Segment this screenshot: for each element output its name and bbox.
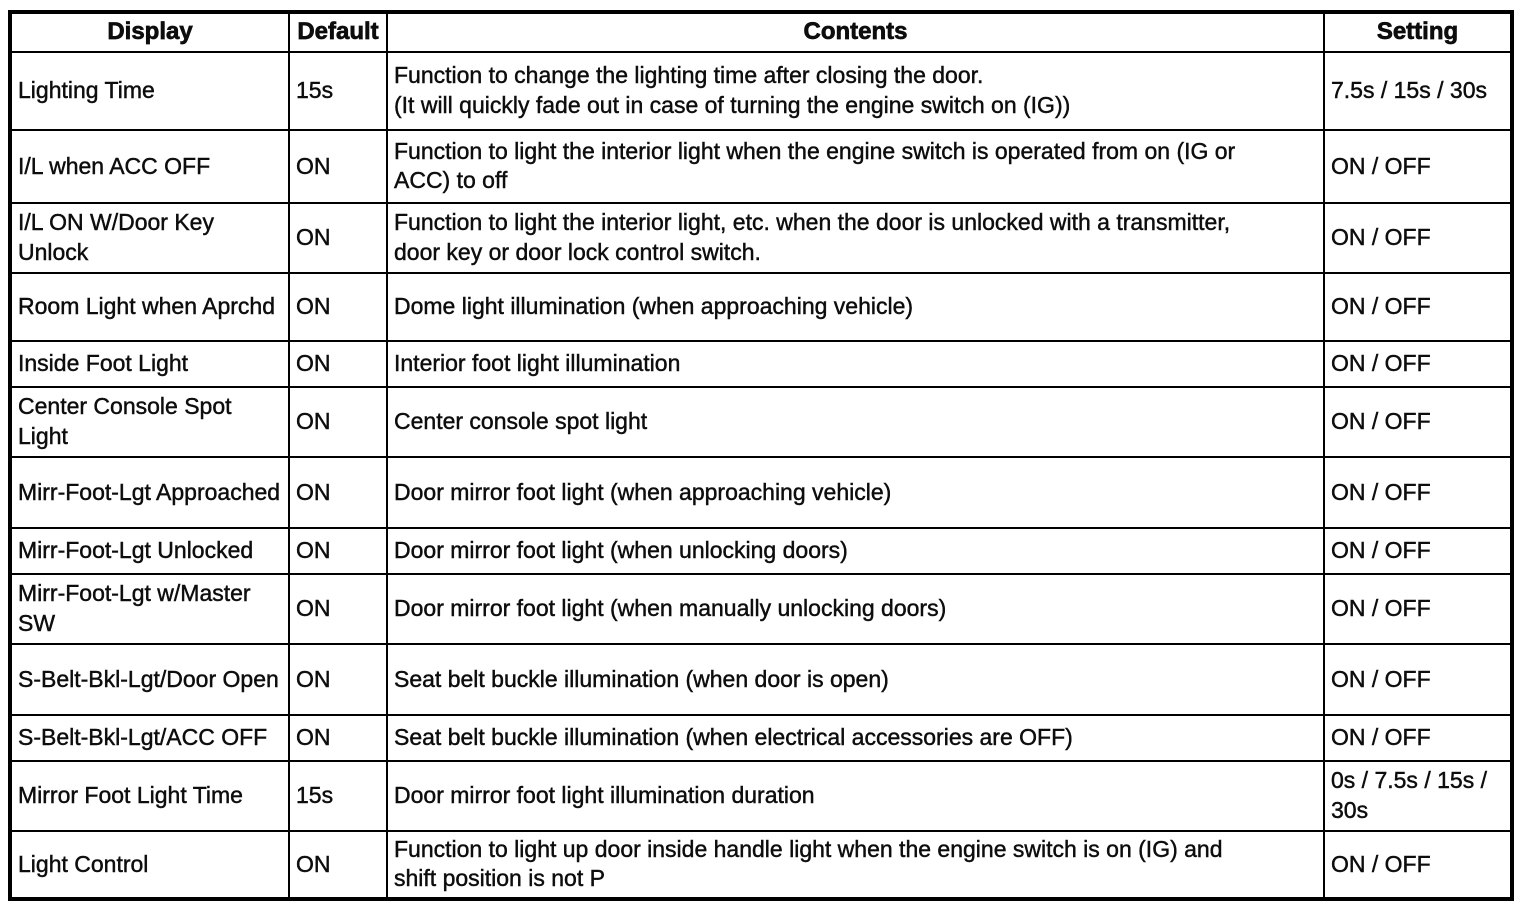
table-row: Center Console Spot Light ON Center cons… <box>9 385 1513 458</box>
default-cell: ON <box>288 642 388 716</box>
display-cell: S-Belt-Bkl-Lgt/Door Open <box>9 642 290 716</box>
contents-cell: Function to light the interior light whe… <box>386 128 1325 204</box>
setting-cell: ON / OFF <box>1323 339 1513 388</box>
setting-cell: ON / OFF <box>1323 201 1513 274</box>
setting-cell: ON / OFF <box>1323 713 1513 762</box>
display-cell: Light Control <box>9 829 290 900</box>
contents-cell: Function to light up door inside handle … <box>386 829 1325 900</box>
col-header-setting: Setting <box>1323 11 1513 53</box>
default-cell: ON <box>288 128 388 204</box>
default-cell: ON <box>288 455 388 529</box>
default-cell: ON <box>288 339 388 388</box>
display-cell: Center Console Spot Light <box>9 385 290 458</box>
display-cell: I/L when ACC OFF <box>9 128 290 204</box>
default-cell: ON <box>288 526 388 575</box>
contents-cell: Door mirror foot light (when unlocking d… <box>386 526 1325 575</box>
table-row: S-Belt-Bkl-Lgt/Door Open ON Seat belt bu… <box>9 642 1513 716</box>
display-cell: Inside Foot Light <box>9 339 290 388</box>
display-cell: Mirr-Foot-Lgt Approached <box>9 455 290 529</box>
contents-cell: Dome light illumination (when approachin… <box>386 271 1325 342</box>
table-row: I/L ON W/Door Key Unlock ON Function to … <box>9 201 1513 274</box>
contents-cell: Door mirror foot light (when manually un… <box>386 572 1325 645</box>
table-row: Light Control ON Function to light up do… <box>9 829 1513 900</box>
default-cell: ON <box>288 385 388 458</box>
default-cell: ON <box>288 572 388 645</box>
setting-cell: ON / OFF <box>1323 128 1513 204</box>
display-cell: S-Belt-Bkl-Lgt/ACC OFF <box>9 713 290 762</box>
contents-cell: Seat belt buckle illumination (when door… <box>386 642 1325 716</box>
default-cell: 15s <box>288 50 388 131</box>
setting-cell: ON / OFF <box>1323 642 1513 716</box>
table-row: I/L when ACC OFF ON Function to light th… <box>9 128 1513 204</box>
display-cell: Mirror Foot Light Time <box>9 759 290 832</box>
contents-cell: Center console spot light <box>386 385 1325 458</box>
table-row: S-Belt-Bkl-Lgt/ACC OFF ON Seat belt buck… <box>9 713 1513 762</box>
table-row: Room Light when Aprchd ON Dome light ill… <box>9 271 1513 342</box>
col-header-contents: Contents <box>386 11 1325 53</box>
contents-cell: Seat belt buckle illumination (when elec… <box>386 713 1325 762</box>
contents-cell: Interior foot light illumination <box>386 339 1325 388</box>
contents-cell: Door mirror foot light (when approaching… <box>386 455 1325 529</box>
header-row: Display Default Contents Setting <box>9 11 1513 53</box>
contents-cell: Function to light the interior light, et… <box>386 201 1325 274</box>
default-cell: ON <box>288 713 388 762</box>
contents-cell: Function to change the lighting time aft… <box>386 50 1325 131</box>
setting-cell: ON / OFF <box>1323 455 1513 529</box>
table-row: Mirror Foot Light Time 15s Door mirror f… <box>9 759 1513 832</box>
setting-cell: ON / OFF <box>1323 271 1513 342</box>
default-cell: ON <box>288 829 388 900</box>
display-cell: Lighting Time <box>9 50 290 131</box>
col-header-display: Display <box>9 11 290 53</box>
setting-cell: ON / OFF <box>1323 385 1513 458</box>
table-row: Lighting Time 15s Function to change the… <box>9 50 1513 131</box>
table-row: Mirr-Foot-Lgt w/Master SW ON Door mirror… <box>9 572 1513 645</box>
setting-cell: ON / OFF <box>1323 526 1513 575</box>
table-row: Mirr-Foot-Lgt Approached ON Door mirror … <box>9 455 1513 529</box>
col-header-default: Default <box>288 11 388 53</box>
display-cell: Mirr-Foot-Lgt Unlocked <box>9 526 290 575</box>
display-cell: I/L ON W/Door Key Unlock <box>9 201 290 274</box>
default-cell: 15s <box>288 759 388 832</box>
display-cell: Mirr-Foot-Lgt w/Master SW <box>9 572 290 645</box>
display-cell: Room Light when Aprchd <box>9 271 290 342</box>
setting-cell: 0s / 7.5s / 15s / 30s <box>1323 759 1513 832</box>
default-cell: ON <box>288 201 388 274</box>
settings-table: Display Default Contents Setting Lightin… <box>8 10 1514 901</box>
default-cell: ON <box>288 271 388 342</box>
setting-cell: ON / OFF <box>1323 572 1513 645</box>
table-row: Inside Foot Light ON Interior foot light… <box>9 339 1513 388</box>
contents-cell: Door mirror foot light illumination dura… <box>386 759 1325 832</box>
setting-cell: ON / OFF <box>1323 829 1513 900</box>
setting-cell: 7.5s / 15s / 30s <box>1323 50 1513 131</box>
table-row: Mirr-Foot-Lgt Unlocked ON Door mirror fo… <box>9 526 1513 575</box>
